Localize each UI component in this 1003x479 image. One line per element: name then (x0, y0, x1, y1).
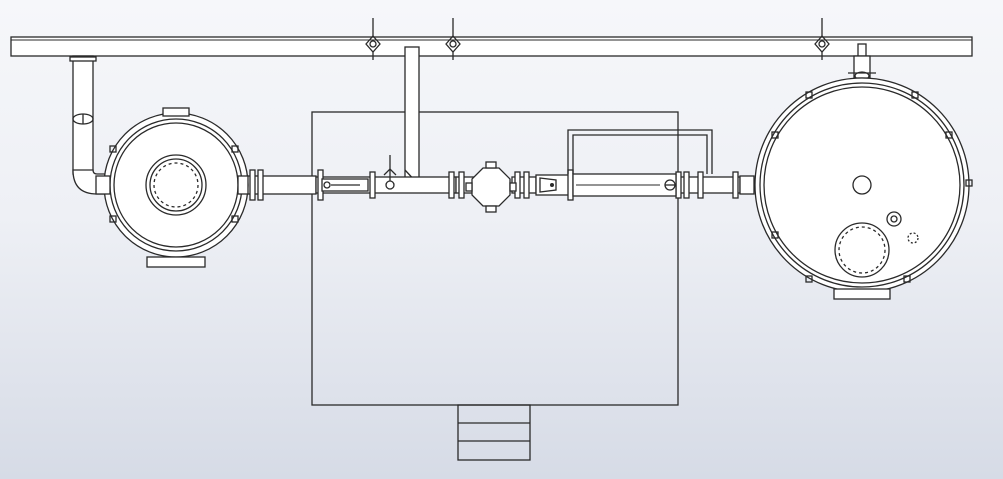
right-drop-pipe[interactable] (848, 43, 876, 81)
strainer[interactable] (465, 161, 517, 213)
inline-valve[interactable] (321, 155, 397, 192)
header-pipe[interactable] (10, 36, 973, 57)
flow-meter[interactable] (539, 173, 677, 197)
base-skid[interactable] (311, 111, 679, 406)
header-valve[interactable] (365, 18, 381, 60)
left-tank-manway[interactable] (145, 154, 207, 216)
pipe-flanges (249, 169, 739, 201)
access-stairs[interactable] (457, 404, 531, 461)
right-tank[interactable] (739, 77, 973, 300)
vertical-riser[interactable] (404, 46, 420, 186)
right-tank-manway[interactable] (834, 222, 890, 278)
header-valve[interactable] (445, 18, 461, 60)
left-tank[interactable] (95, 107, 249, 268)
header-valve[interactable] (814, 18, 830, 60)
bypass-loop[interactable] (567, 129, 713, 174)
left-drop-pipe[interactable] (69, 55, 111, 195)
